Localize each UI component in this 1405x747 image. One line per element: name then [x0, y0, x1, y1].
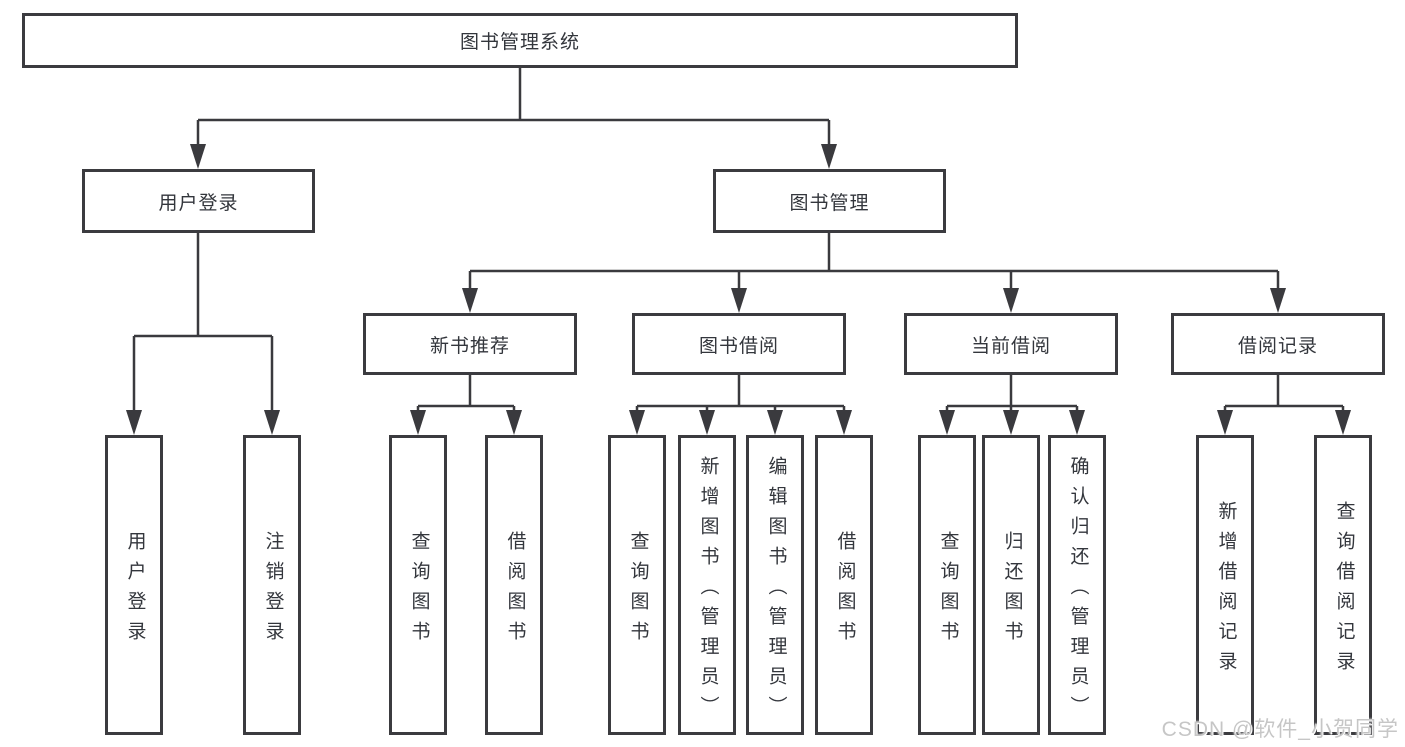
- connector-book-mgmt-to-level3: [468, 233, 1280, 290]
- node-label: 新增图书（管理员）: [697, 455, 719, 726]
- node-borrow-record: 借阅记录: [1171, 313, 1385, 375]
- leaf-borrow-books-2: 借阅图书: [815, 435, 873, 735]
- node-label: 图书管理: [789, 192, 870, 214]
- leaf-query-borrow-record: 查询借阅记录: [1314, 435, 1372, 735]
- node-book-borrow: 图书借阅: [632, 313, 846, 375]
- node-label: 借阅图书: [504, 530, 526, 651]
- node-label: 借阅图书: [834, 530, 856, 651]
- node-label: 图书借阅: [698, 335, 779, 357]
- node-label: 归还图书: [1001, 530, 1023, 651]
- node-current-borrow: 当前借阅: [904, 313, 1118, 375]
- node-label: 当前借阅: [970, 335, 1051, 357]
- node-label: 编辑图书（管理员）: [765, 455, 787, 726]
- node-label: 用户登录: [124, 530, 146, 651]
- node-label: 借阅记录: [1237, 335, 1318, 357]
- node-label: 确认归还（管理员）: [1067, 455, 1089, 726]
- leaf-query-books-3: 查询图书: [918, 435, 976, 735]
- node-user-login: 用户登录: [82, 169, 315, 233]
- csdn-watermark: CSDN @软件_小贺同学: [1161, 718, 1399, 741]
- node-new-book-recommend: 新书推荐: [363, 313, 577, 375]
- arrowheads-level3: [462, 288, 1286, 313]
- leaf-confirm-return-admin: 确认归还（管理员）: [1048, 435, 1106, 735]
- node-label: 新书推荐: [429, 335, 510, 357]
- leaf-edit-book-admin: 编辑图书（管理员）: [746, 435, 804, 735]
- arrowheads-new-book-leaves: [410, 410, 522, 435]
- connector-book-borrow-to-leaves: [635, 375, 846, 412]
- leaf-add-borrow-record: 新增借阅记录: [1196, 435, 1254, 735]
- node-label: 查询图书: [937, 530, 959, 651]
- leaf-query-books-1: 查询图书: [389, 435, 447, 735]
- node-label: 用户登录: [158, 192, 239, 214]
- node-label: 新增借阅记录: [1215, 500, 1237, 681]
- node-label: 查询图书: [408, 530, 430, 651]
- connector-current-borrow-to-leaves: [945, 375, 1079, 412]
- node-label: 查询借阅记录: [1333, 500, 1355, 681]
- node-library-system: 图书管理系统: [22, 13, 1018, 68]
- arrowheads-book-borrow-leaves: [629, 410, 852, 435]
- arrowheads-level2: [190, 144, 837, 169]
- leaf-return-book: 归还图书: [982, 435, 1040, 735]
- connector-new-book-to-leaves: [416, 375, 516, 412]
- connector-user-login-to-leaves: [132, 233, 274, 412]
- leaf-query-books-2: 查询图书: [608, 435, 666, 735]
- node-label: 查询图书: [627, 530, 649, 651]
- connector-borrow-record-to-leaves: [1223, 375, 1345, 412]
- leaf-borrow-books-1: 借阅图书: [485, 435, 543, 735]
- leaf-add-book-admin: 新增图书（管理员）: [678, 435, 736, 735]
- node-label: 图书管理系统: [459, 32, 580, 53]
- arrowheads-current-borrow-leaves: [939, 410, 1085, 435]
- node-label: 注销登录: [262, 530, 284, 651]
- leaf-user-login: 用户登录: [105, 435, 163, 735]
- arrowheads-user-login-leaves: [126, 410, 280, 435]
- arrowheads-borrow-record-leaves: [1217, 410, 1351, 435]
- connector-root-to-level2: [196, 68, 831, 146]
- node-book-management: 图书管理: [713, 169, 946, 233]
- leaf-logout: 注销登录: [243, 435, 301, 735]
